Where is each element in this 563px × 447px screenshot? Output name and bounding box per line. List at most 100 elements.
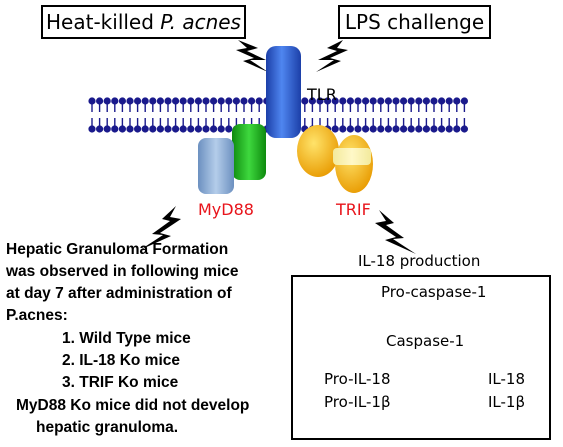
- lipid-head: [445, 125, 453, 133]
- lipid-head: [179, 125, 187, 133]
- lps-challenge-box: LPS challenge: [338, 5, 491, 39]
- lipid-head: [460, 125, 468, 133]
- lipid-head: [460, 97, 468, 105]
- finding-line-3: at day 7 after administration of: [6, 285, 232, 302]
- lipid-head: [210, 125, 218, 133]
- lipid-head: [88, 97, 96, 105]
- lipid-head: [179, 97, 187, 105]
- negative-line-1: MyD88 Ko mice did not develop: [16, 397, 250, 414]
- lightning-bolt-trif-icon: [375, 210, 416, 254]
- lipid-head: [400, 125, 408, 133]
- lipid-head: [172, 125, 180, 133]
- lipid-head: [346, 125, 354, 133]
- lipid-head: [438, 97, 446, 105]
- lipid-head: [156, 97, 164, 105]
- granuloma-findings: Hepatic Granuloma Formation was observed…: [6, 241, 271, 441]
- lipid-head: [430, 97, 438, 105]
- lipid-head: [362, 97, 370, 105]
- tlr-receptor: [266, 46, 301, 138]
- lipid-head: [164, 125, 172, 133]
- lipid-head: [248, 97, 256, 105]
- myd88-green-domain: [232, 124, 266, 180]
- lipid-head: [369, 97, 377, 105]
- lipid-head: [149, 97, 157, 105]
- lipid-head: [149, 125, 157, 133]
- lipid-head: [126, 125, 134, 133]
- lipid-head: [232, 97, 240, 105]
- lipid-head: [407, 97, 415, 105]
- heat-killed-pacnes-box: Heat-killed P. acnes: [41, 5, 246, 39]
- lipid-head: [88, 125, 96, 133]
- lightning-bolt-myd88-icon: [140, 206, 181, 250]
- lipid-head: [324, 97, 332, 105]
- finding-line-1: Hepatic Granuloma Formation: [6, 241, 229, 258]
- lipid-head: [202, 97, 210, 105]
- lipid-head: [111, 125, 119, 133]
- lipid-head: [164, 97, 172, 105]
- lipid-head: [438, 125, 446, 133]
- lipid-head: [392, 125, 400, 133]
- lipid-head: [141, 97, 149, 105]
- lipid-head: [362, 125, 370, 133]
- lipid-head: [210, 97, 218, 105]
- il1b-label: IL-1β: [488, 393, 526, 411]
- tlr-label: TLR: [307, 85, 337, 104]
- pacnes-italic-label: P. acnes: [160, 10, 241, 34]
- pro-il18-label: Pro-IL-18: [324, 370, 391, 388]
- finding-line-2: was observed in following mice: [6, 263, 239, 280]
- lipid-head: [400, 97, 408, 105]
- cell-membrane: [88, 97, 468, 133]
- lipid-head: [453, 125, 461, 133]
- lipid-head: [445, 97, 453, 105]
- il18-label: IL-18: [488, 370, 526, 388]
- lipid-head: [172, 97, 180, 105]
- pro-il1b-label: Pro-IL-1β: [324, 393, 391, 411]
- lipid-head: [118, 125, 126, 133]
- lipid-head: [225, 97, 233, 105]
- lipid-head: [339, 125, 347, 133]
- lipid-head: [407, 125, 415, 133]
- lipid-head: [187, 125, 195, 133]
- trif-label: TRIF: [336, 200, 371, 219]
- lipid-head: [415, 125, 423, 133]
- lipid-head: [187, 97, 195, 105]
- heat-killed-label: Heat-killed: [46, 10, 161, 34]
- trif-linker: [333, 148, 371, 165]
- lipid-head: [96, 97, 104, 105]
- lipid-head: [339, 97, 347, 105]
- lipid-head: [422, 97, 430, 105]
- lipid-head: [384, 125, 392, 133]
- trif-upper-domain: [297, 125, 339, 177]
- lipid-head: [331, 97, 339, 105]
- lipid-head: [354, 125, 362, 133]
- lipid-head: [126, 97, 134, 105]
- lipid-head: [103, 125, 111, 133]
- lipid-head: [453, 97, 461, 105]
- lipid-head: [331, 125, 339, 133]
- mouse-item-il18-ko: 2. IL-18 Ko mice: [62, 352, 181, 369]
- lipid-head: [111, 97, 119, 105]
- lipid-head: [225, 125, 233, 133]
- lipid-head: [392, 97, 400, 105]
- lipid-head: [301, 97, 309, 105]
- lipid-head: [384, 97, 392, 105]
- lipid-head: [422, 125, 430, 133]
- mouse-item-trif-ko: 3. TRIF Ko mice: [62, 374, 179, 391]
- lipid-head: [118, 97, 126, 105]
- pro-caspase-label: Pro-caspase-1: [381, 283, 487, 301]
- lipid-head: [134, 97, 142, 105]
- finding-line-4: P.acnes:: [6, 307, 68, 324]
- lipid-head: [430, 125, 438, 133]
- lipid-head: [415, 97, 423, 105]
- lipid-head: [96, 125, 104, 133]
- lightning-bolt-left-icon: [236, 40, 268, 72]
- lipid-head: [255, 97, 263, 105]
- lipid-head: [346, 97, 354, 105]
- mouse-item-wild-type: 1. Wild Type mice: [62, 330, 191, 347]
- lipid-head: [156, 125, 164, 133]
- lipid-head: [354, 97, 362, 105]
- lipid-head: [194, 97, 202, 105]
- lipid-head: [217, 97, 225, 105]
- lightning-bolt-right-icon: [316, 40, 348, 72]
